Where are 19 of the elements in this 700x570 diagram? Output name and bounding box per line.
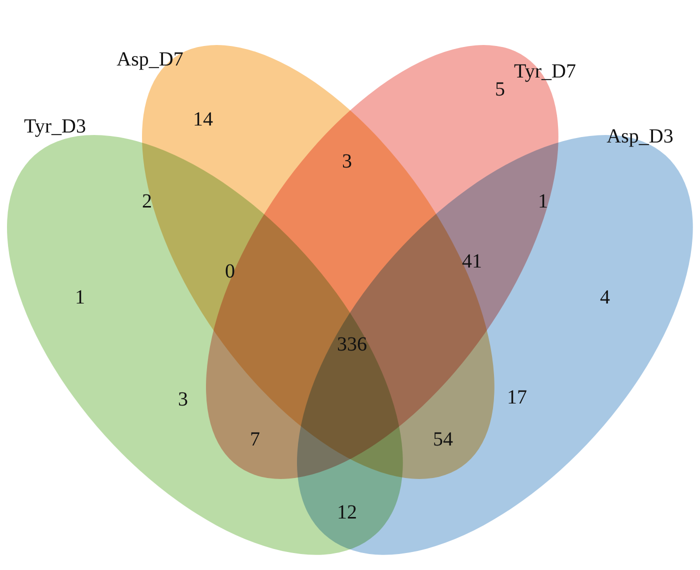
set-label: Tyr_D3 — [24, 116, 86, 138]
set-label: Asp_D3 — [606, 125, 674, 148]
region-count: 41 — [462, 250, 482, 274]
region-count: 3 — [178, 388, 188, 412]
region-count: 1 — [538, 190, 548, 214]
region-count: 4 — [600, 286, 610, 310]
set-label: Asp_D7 — [116, 48, 184, 72]
region-count: 12 — [337, 502, 357, 524]
set-label: Tyr_D7 — [514, 60, 576, 84]
region-count: 7 — [250, 428, 260, 452]
region-count: 0 — [225, 260, 235, 284]
region-count: 1 — [75, 286, 85, 310]
region-count: 14 — [193, 108, 213, 132]
region-count: 54 — [433, 428, 453, 452]
region-count: 336 — [337, 334, 367, 356]
region-count: 3 — [342, 150, 352, 174]
region-count: 17 — [507, 386, 527, 410]
region-count: 2 — [142, 190, 152, 214]
region-count: 5 — [495, 78, 505, 102]
